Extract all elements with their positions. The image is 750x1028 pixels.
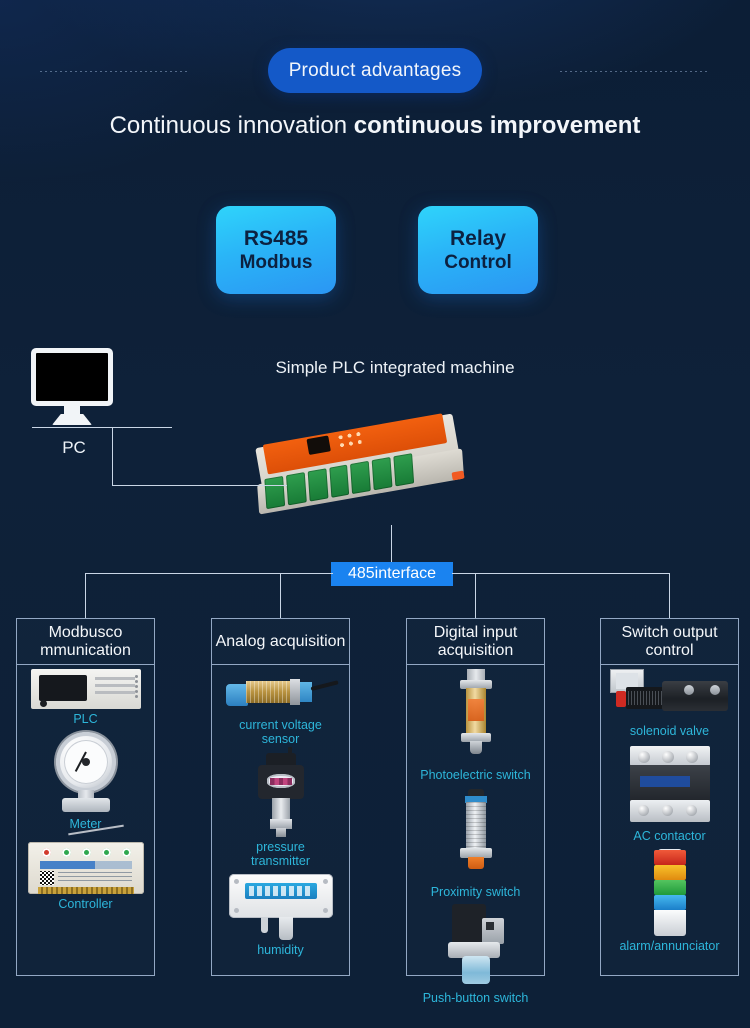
pressure-gauge-icon: [44, 732, 128, 814]
photoelectric-switch-icon: [454, 669, 498, 765]
connector-line: [112, 485, 287, 486]
category-item: AC contactor: [604, 746, 735, 843]
feature-chip-rs485-line1: RS485: [243, 226, 309, 250]
category-item-label: PLC: [73, 712, 98, 726]
feature-chip-relay-line2: Control: [444, 252, 512, 274]
section-badge: Product advantages: [268, 48, 482, 93]
category-columns: Modbusco mmunication PLC Meter: [0, 618, 750, 1005]
category-column-digital-input: Digital input acquisition Photoelectric …: [406, 618, 545, 1005]
category-item: pressure transmitter: [215, 746, 346, 869]
tower-light-icon: [650, 848, 690, 936]
category-item-label: alarm/annunciator: [619, 938, 720, 953]
connector-line: [391, 525, 392, 562]
header-section: Product advantages Continuous innovation…: [0, 0, 750, 180]
category-title: Switch output control: [601, 619, 738, 665]
category-title: Digital input acquisition: [407, 619, 544, 665]
category-item: Meter: [20, 732, 151, 831]
category-title: Analog acquisition: [212, 619, 349, 665]
bus-line: [452, 573, 669, 574]
category-item: alarm/annunciator: [604, 848, 735, 953]
feature-chip-relay-line1: Relay: [449, 226, 507, 250]
solenoid-valve-icon: [609, 669, 730, 721]
plc-device-image: [255, 413, 470, 522]
headline-bold: continuous improvement: [353, 112, 641, 139]
category-column-analog: Analog acquisition current voltage senso…: [211, 618, 350, 976]
bus-drop-line: [85, 573, 86, 618]
push-button-switch-icon: [438, 903, 514, 988]
connector-line: [112, 427, 113, 485]
page-title: Continuous innovation continuous improve…: [0, 112, 750, 140]
bus-drop-line: [280, 573, 281, 618]
bus-drop-line: [475, 573, 476, 618]
monitor-neck-icon: [64, 406, 80, 417]
ac-contactor-icon: [624, 746, 716, 826]
category-item-label: humidity: [257, 943, 304, 957]
category-item-label: Proximity switch: [430, 885, 521, 900]
proximity-switch-icon: [454, 786, 498, 882]
category-item-label: current voltage sensor: [239, 718, 322, 747]
topology-diagram: Simple PLC integrated machine PC: [0, 330, 750, 600]
pc-label: PC: [62, 438, 86, 457]
category-item-label: AC contactor: [633, 829, 706, 844]
category-item: Photoelectric switch: [410, 669, 541, 782]
bus-line: [85, 573, 333, 574]
category-item-label: Meter: [69, 817, 102, 832]
category-item: current voltage sensor: [215, 669, 346, 747]
category-item: PLC: [20, 669, 151, 726]
category-item-label: pressure transmitter: [250, 839, 311, 868]
category-column-modbus: Modbusco mmunication PLC Meter: [16, 618, 155, 976]
category-item: Controller: [20, 824, 151, 911]
feature-chip-relay: Relay Control: [418, 206, 538, 294]
feature-chip-rs485-line2: Modbus: [239, 252, 313, 274]
feature-chip-rs485: RS485 Modbus: [216, 206, 336, 294]
controller-board-icon: [27, 824, 144, 894]
device-caption: Simple PLC integrated machine: [275, 358, 515, 377]
category-item-label: Photoelectric switch: [420, 768, 531, 782]
category-item-label: Push-button switch: [422, 990, 529, 1005]
monitor-icon: [31, 348, 113, 406]
cylindrical-sensor-icon: [222, 669, 340, 715]
category-item: solenoid valve: [604, 669, 735, 738]
humidity-transmitter-icon: [228, 874, 333, 940]
connector-line: [32, 427, 172, 428]
category-title: Modbusco mmunication: [17, 619, 154, 665]
category-column-switch-output: Switch output control solenoid valve AC …: [600, 618, 739, 976]
plc-module-icon: [30, 669, 141, 709]
pressure-transmitter-icon: [248, 746, 314, 837]
category-item: humidity: [215, 874, 346, 957]
divider-dots-right: [560, 71, 710, 72]
category-item-label: solenoid valve: [629, 724, 710, 738]
category-item-label: Controller: [58, 896, 113, 911]
category-item: Proximity switch: [410, 786, 541, 899]
divider-dots-left: [40, 71, 190, 72]
bus-drop-line: [669, 573, 670, 618]
headline-normal: Continuous innovation: [109, 112, 354, 139]
monitor-base-icon: [52, 414, 92, 425]
category-item: Push-button switch: [410, 903, 541, 1005]
interface-badge: 485interface: [331, 562, 453, 586]
